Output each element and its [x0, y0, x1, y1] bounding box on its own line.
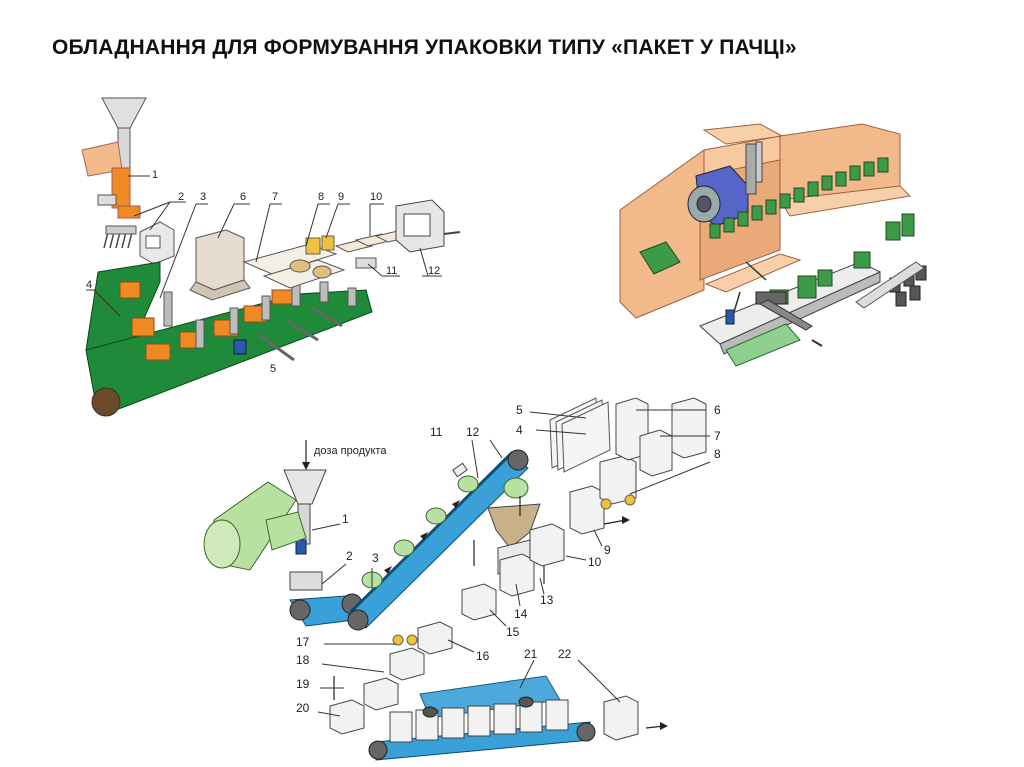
- b-label-9: 9: [604, 543, 611, 557]
- b-label-22: 22: [558, 647, 572, 661]
- b-label-8: 8: [714, 447, 721, 461]
- tl-label-11: 11: [386, 265, 397, 277]
- bottom-packaging-scheme: доза продукта: [204, 398, 721, 760]
- tl-label-12: 12: [428, 265, 440, 277]
- tl-label-10: 10: [370, 191, 382, 203]
- tl-label-1: 1: [152, 169, 158, 181]
- tl-label-8: 8: [318, 191, 324, 203]
- top-left-packaging-line: 1 2 3 4 5 6 7 8 9 10 11 12: [82, 98, 460, 416]
- tl-label-5: 5: [270, 363, 276, 375]
- b-label-13: 13: [540, 593, 554, 607]
- top-right-packaging-machine: [620, 124, 926, 366]
- tl-label-3: 3: [200, 191, 206, 203]
- b-label-17: 17: [296, 635, 310, 649]
- b-label-6: 6: [714, 403, 721, 417]
- tl-label-6: 6: [240, 191, 246, 203]
- b-label-19: 19: [296, 677, 310, 691]
- b-label-21: 21: [524, 647, 538, 661]
- b-label-7: 7: [714, 429, 721, 443]
- b-label-15: 15: [506, 625, 520, 639]
- tl-label-9: 9: [338, 191, 344, 203]
- b-label-16: 16: [476, 649, 490, 663]
- b-label-4: 4: [516, 423, 523, 437]
- b-label-11: 11: [430, 425, 443, 439]
- b-label-12: 12: [466, 425, 480, 439]
- dose-label: доза продукта: [314, 445, 387, 457]
- tl-label-2: 2: [178, 191, 184, 203]
- b-label-18: 18: [296, 653, 310, 667]
- tl-label-7: 7: [272, 191, 278, 203]
- b-label-1: 1: [342, 512, 349, 526]
- b-label-14: 14: [514, 607, 528, 621]
- b-label-5: 5: [516, 403, 523, 417]
- b-label-3: 3: [372, 551, 379, 565]
- b-label-2: 2: [346, 549, 353, 563]
- tl-label-4: 4: [86, 279, 92, 291]
- b-label-10: 10: [588, 555, 602, 569]
- b-label-20: 20: [296, 701, 310, 715]
